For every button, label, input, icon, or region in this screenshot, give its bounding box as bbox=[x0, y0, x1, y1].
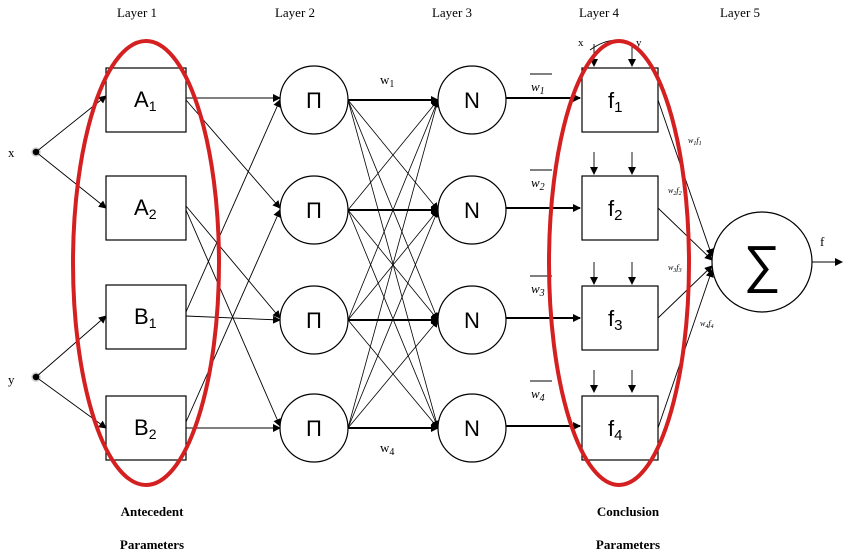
input-y-label: y bbox=[8, 372, 15, 387]
antecedent-caption-line2: Parameters bbox=[120, 537, 184, 552]
sum-symbol: ∑ bbox=[743, 236, 780, 294]
product-label-4: w4f4 bbox=[700, 319, 714, 330]
edge-b1-p3 bbox=[185, 315, 281, 324]
layer-5-label: Layer 5 bbox=[720, 5, 760, 20]
edge-f3-sum bbox=[657, 265, 713, 319]
edge-b1-p1 bbox=[185, 99, 281, 313]
layer-5: ∑ f bbox=[711, 211, 843, 313]
inputs: x y bbox=[8, 95, 107, 429]
node-f4 bbox=[581, 395, 659, 461]
layer-2-label: Layer 2 bbox=[275, 5, 315, 20]
edge-y-b1 bbox=[35, 315, 107, 378]
layer-1-label: Layer 1 bbox=[117, 5, 157, 20]
edge-p3-n1 bbox=[347, 99, 440, 321]
norm-symbol-1: N bbox=[464, 88, 480, 113]
norm-node-1 bbox=[437, 65, 507, 135]
product-symbol-1: Π bbox=[306, 88, 322, 113]
product-symbol-3: Π bbox=[306, 308, 322, 333]
layer-1-nodes: A1 A2 B1 B2 bbox=[105, 67, 187, 461]
norm-symbol-2: N bbox=[464, 198, 480, 223]
product-node-1 bbox=[279, 65, 349, 135]
product-node-3 bbox=[279, 285, 349, 355]
norm-weight-1-label: w1 bbox=[531, 79, 545, 97]
layer-2-nodes: Π Π Π Π bbox=[279, 65, 349, 463]
product-label-2: w2f2 bbox=[668, 186, 682, 197]
layer-4-label: Layer 4 bbox=[579, 5, 620, 20]
node-f2 bbox=[581, 175, 659, 241]
edges-layer1-layer2 bbox=[185, 94, 281, 432]
node-f3 bbox=[581, 285, 659, 351]
edges-layer2-layer3 bbox=[347, 96, 441, 432]
layer-3-nodes: N N N N bbox=[437, 65, 507, 463]
node-f4-label: f4 bbox=[608, 416, 622, 444]
node-a1-label: A1 bbox=[134, 87, 157, 114]
input-x-label: x bbox=[8, 145, 15, 160]
output-label: f bbox=[820, 234, 825, 249]
node-f2-label: f2 bbox=[608, 196, 622, 224]
layer-3-label: Layer 3 bbox=[432, 5, 472, 20]
node-f1-label: f1 bbox=[608, 88, 622, 116]
norm-node-4 bbox=[437, 393, 507, 463]
weight-w1-label: w1 bbox=[380, 72, 394, 90]
node-f3-label: f3 bbox=[608, 306, 622, 334]
norm-weight-4-label: w4 bbox=[531, 386, 545, 404]
weight-w4-label: w4 bbox=[380, 440, 394, 458]
conclusion-caption-line2: Parameters bbox=[596, 537, 660, 552]
node-a2 bbox=[105, 175, 187, 241]
edge-p4-n1 bbox=[347, 99, 441, 429]
norm-symbol-4: N bbox=[464, 416, 480, 441]
layer-headers: Layer 1 Layer 2 Layer 3 Layer 4 Layer 5 bbox=[117, 5, 760, 20]
layer4-input-x-label: x bbox=[578, 37, 584, 49]
edge-b2-p2 bbox=[185, 209, 281, 423]
conclusion-caption-line1: Conclusion bbox=[597, 504, 660, 519]
norm-node-3 bbox=[437, 285, 507, 355]
node-a2-label: A2 bbox=[134, 195, 157, 222]
product-node-4 bbox=[279, 393, 349, 463]
edge-x-a2 bbox=[35, 151, 107, 209]
node-b1 bbox=[105, 284, 187, 350]
product-symbol-2: Π bbox=[306, 198, 322, 223]
edge-a2-p3 bbox=[185, 205, 281, 319]
product-node-2 bbox=[279, 175, 349, 245]
norm-symbol-3: N bbox=[464, 308, 480, 333]
layer4-input-y-label: y bbox=[636, 37, 642, 49]
node-b2 bbox=[105, 395, 187, 461]
conclusion-highlight bbox=[547, 39, 691, 487]
node-a1 bbox=[105, 67, 187, 133]
node-b2-label: B2 bbox=[134, 415, 157, 442]
layer-4-nodes: f1 f2 f3 f4 bbox=[581, 67, 659, 461]
norm-node-2 bbox=[437, 175, 507, 245]
product-symbol-4: Π bbox=[306, 416, 322, 441]
edge-p4-n3 bbox=[347, 319, 439, 429]
edges-layer3-layer4: w1 w2 w3 w4 bbox=[506, 73, 581, 430]
edges-layer4-layer5: w1f1 w2f2 w3f3 w4f4 bbox=[657, 99, 714, 429]
antecedent-highlight bbox=[71, 39, 221, 487]
captions: Antecedent Parameters Conclusion Paramet… bbox=[120, 504, 660, 552]
norm-weight-2-label: w2 bbox=[531, 175, 545, 193]
antecedent-caption-line1: Antecedent bbox=[121, 504, 184, 519]
edge-p4-n2 bbox=[347, 209, 440, 429]
product-label-3: w3f3 bbox=[668, 263, 682, 274]
edge-p2-n1 bbox=[347, 99, 439, 211]
norm-weight-3-label: w3 bbox=[531, 281, 545, 299]
edge-f2-sum bbox=[657, 207, 713, 261]
node-b1-label: B1 bbox=[134, 304, 157, 331]
product-label-1: w1f1 bbox=[688, 136, 702, 147]
